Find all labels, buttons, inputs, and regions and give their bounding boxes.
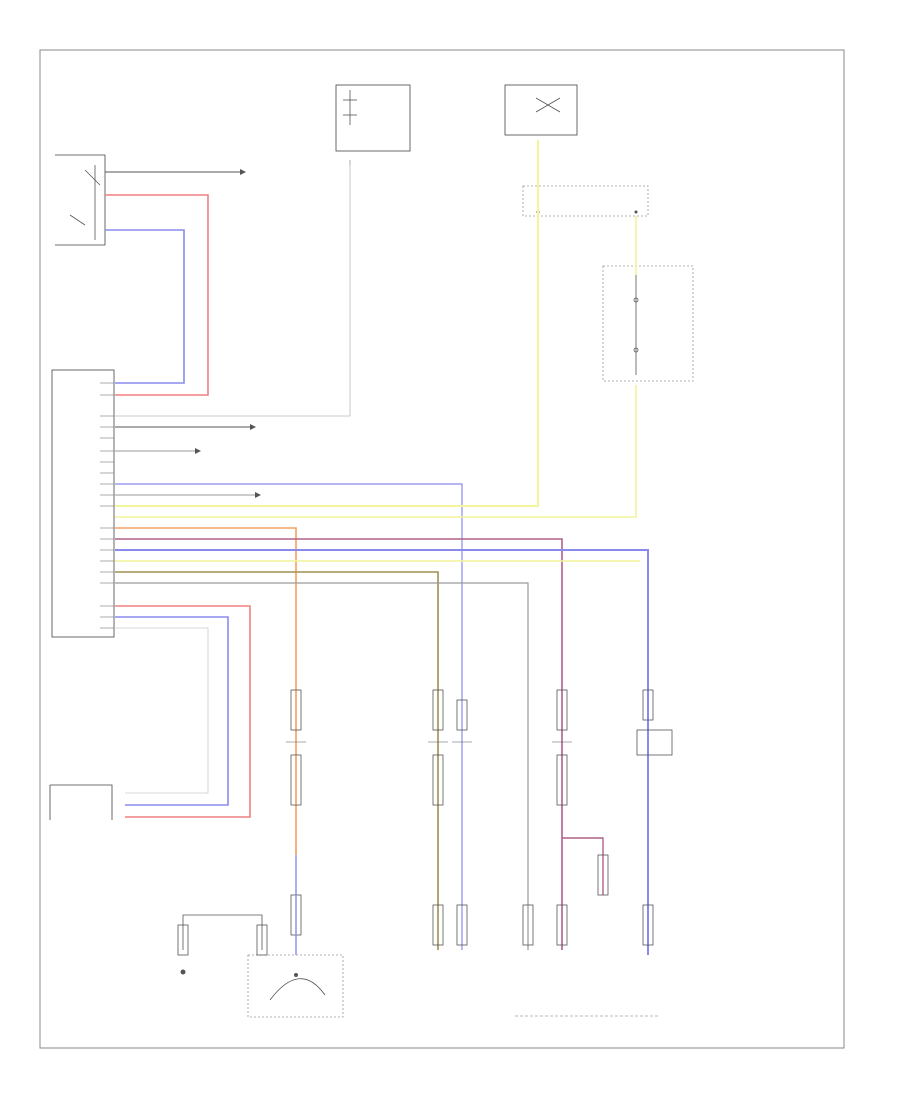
- diagram-frame: [39, 49, 845, 1049]
- wire-blue-4: [115, 616, 229, 806]
- top-fuse-box-right: [504, 84, 578, 136]
- wire-purple-branch: [562, 837, 604, 895]
- bottom-small-sensor: [177, 914, 268, 975]
- wire-red-1: [105, 194, 209, 396]
- arrow-head-3: [195, 448, 201, 454]
- wire-olive: [115, 571, 439, 950]
- wire-blue-1: [105, 229, 185, 384]
- ground-connector: [597, 854, 609, 896]
- connector-block-top: [522, 185, 649, 217]
- wire-red-2: [115, 605, 251, 818]
- ecu-control-unit: [51, 369, 115, 638]
- top-fuse-box-left: [335, 84, 411, 152]
- arrow-head-4: [255, 492, 261, 498]
- wire-gray-2: [115, 627, 209, 794]
- bottom-left-sensor: [49, 784, 113, 820]
- transmission-range-sensor: [247, 954, 344, 1018]
- arrow-head-1: [240, 169, 246, 175]
- wire-gray-to-fuse: [115, 160, 351, 417]
- wire-orange: [115, 527, 297, 855]
- arrow-head-2: [250, 424, 256, 430]
- wire-blue-2: [115, 483, 463, 950]
- wire-blue-3: [115, 549, 649, 955]
- inline-connectors: [290, 689, 673, 946]
- wire-yellow-2: [115, 385, 637, 518]
- left-top-sensor: [55, 154, 106, 246]
- wire-purple: [115, 538, 563, 950]
- switch-block-right: [602, 265, 694, 382]
- wire-yellow-1: [115, 140, 539, 507]
- wire-gray: [115, 582, 529, 950]
